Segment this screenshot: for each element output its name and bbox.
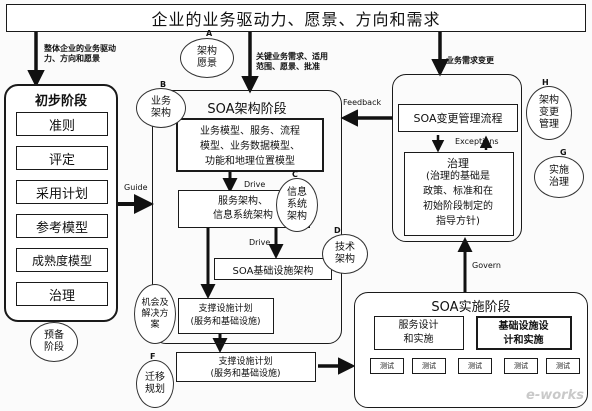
initial-item-label: 准则 [48,118,75,134]
test-box: 测试 [370,358,404,374]
oval-technology-architecture: 技术 架构 [322,234,368,274]
initial-item-principles: 准则 [16,112,108,136]
oval-text: 技术 架构 [335,242,355,265]
arch-business-model-text: 业务模型、服务、流程 模型、业务数据模型、 功能和地理位置模型 [200,125,300,167]
arch-service-architecture-text: 服务架构、 信息系统架构 [213,196,273,221]
oval-letter-a: A [206,29,213,38]
test-label: 测试 [556,362,570,370]
support-plan-box-2: 支撑设施计划 (服务和基础设施) [176,352,316,382]
governance-box: 治理 (治理的基础是 政策、标准和在 初始阶段制定的 指导方针) [404,152,514,236]
governance-title: 治理 [447,157,469,170]
arch-infrastructure-box: SOA基础设施架构 [214,258,332,280]
initial-item-reference-model: 参考模型 [16,214,108,238]
test-label: 测试 [468,362,482,370]
support-plan-box-1: 支撑设施计划 (服务和基础设施) [178,298,274,334]
initial-item-maturity-model: 成熟度模型 [16,248,108,272]
initial-item-label: 参考模型 [35,220,88,236]
test-box: 测试 [504,358,538,374]
annotation-business-change: 业务需求变更 [446,56,494,65]
change-management-panel [392,74,522,242]
annotation-guide: Guide [124,183,148,192]
test-label: 测试 [380,362,394,370]
test-box: 测试 [412,358,446,374]
oval-letter-c: C [292,170,298,179]
oval-letter-h: H [542,78,549,87]
initial-item-governance: 治理 [16,282,108,306]
soa-architecture-title: SOA架构阶段 [207,102,287,117]
change-management-process-box: SOA变更管理流程 [398,104,518,132]
annotation-drive-2: Drive [249,238,271,247]
oval-implementation-governance: 实施 治理 [534,156,584,198]
oval-text: 迁移 规划 [145,372,165,395]
arch-business-model-box: 业务模型、服务、流程 模型、业务数据模型、 功能和地理位置模型 [176,118,324,172]
business-driver-banner: 企业的业务驱动力、愿景、方向和需求 [6,4,586,32]
oval-letter-g: G [560,148,567,157]
oval-opportunities-solutions: 机会及 解决方 案 [134,284,176,344]
oval-business-architecture: 业务 架构 [136,88,186,128]
infrastructure-design-text: 基础设施设 计和实施 [498,321,549,346]
oval-text: 实施 治理 [549,165,569,188]
service-design-text: 服务设计 和实施 [398,320,439,345]
oval-text: 架构 变更 管理 [539,95,559,130]
implementation-title: SOA实施阶段 [431,300,511,315]
test-label: 测试 [514,362,528,370]
oval-letter-b: B [160,80,167,89]
oval-letter-d: D [334,226,341,235]
service-design-box: 服务设计 和实施 [374,316,464,350]
banner-text: 企业的业务驱动力、愿景、方向和需求 [151,10,441,29]
initial-item-label: 采用计划 [35,186,88,202]
oval-text: 业务 架构 [151,96,171,119]
annotation-drive-1: Drive [244,180,266,189]
oval-migration-planning: 迁移 规划 [136,360,174,408]
support-plan-text-2: 支撑设施计划 (服务和基础设施) [210,356,281,379]
watermark-text: e-works [526,388,584,403]
support-plan-text-1: 支撑设施计划 (服务和基础设施) [190,304,261,327]
implementation-panel [354,292,588,408]
oval-text: 预备 阶段 [44,330,64,353]
annotation-govern: Govern [472,261,501,270]
oval-change-management: 架构 变更 管理 [526,86,572,140]
governance-text: (治理的基础是 政策、标准和在 初始阶段制定的 指导方针) [423,171,493,227]
annotation-key-requirements: 关键业务需求、适用 范围、愿景、批准 [256,52,328,71]
annotation-feedback: Feedback [343,98,382,107]
initial-item-adoption-plan: 采用计划 [16,180,108,204]
initial-phase-title: 初步阶段 [34,94,87,109]
oval-preliminary-phase: 预备 阶段 [30,322,78,362]
initial-phase-panel: 初步阶段 准则 评定 采用计划 参考模型 成熟度模型 治理 [4,84,118,322]
annotation-exceptions: Exceptions [455,137,499,146]
test-box: 测试 [458,358,492,374]
initial-item-label: 评定 [48,152,75,168]
infrastructure-design-box: 基础设施设 计和实施 [476,316,572,350]
oval-architecture-vision: 架构 愿景 [180,38,234,78]
oval-letter-f: F [150,352,156,361]
oval-information-systems: 信息 系统 架构 [276,178,318,232]
test-label: 测试 [422,362,436,370]
change-management-title: SOA变更管理流程 [413,112,503,125]
initial-item-assessment: 评定 [16,146,108,170]
initial-item-label: 成熟度模型 [31,253,92,268]
test-box: 测试 [546,358,580,374]
oval-text: 架构 愿景 [197,46,217,69]
initial-item-label: 治理 [48,288,75,304]
annotation-enterprise-direction: 整体企业的业务驱动 力、方向和愿景 [44,44,116,63]
oval-text: 机会及 解决方 案 [141,297,169,330]
soa-architecture-panel [152,90,342,344]
oval-text: 信息 系统 架构 [287,187,307,222]
watermark-logo: e-works [526,388,584,403]
arch-infrastructure-text: SOA基础设施架构 [232,265,314,277]
